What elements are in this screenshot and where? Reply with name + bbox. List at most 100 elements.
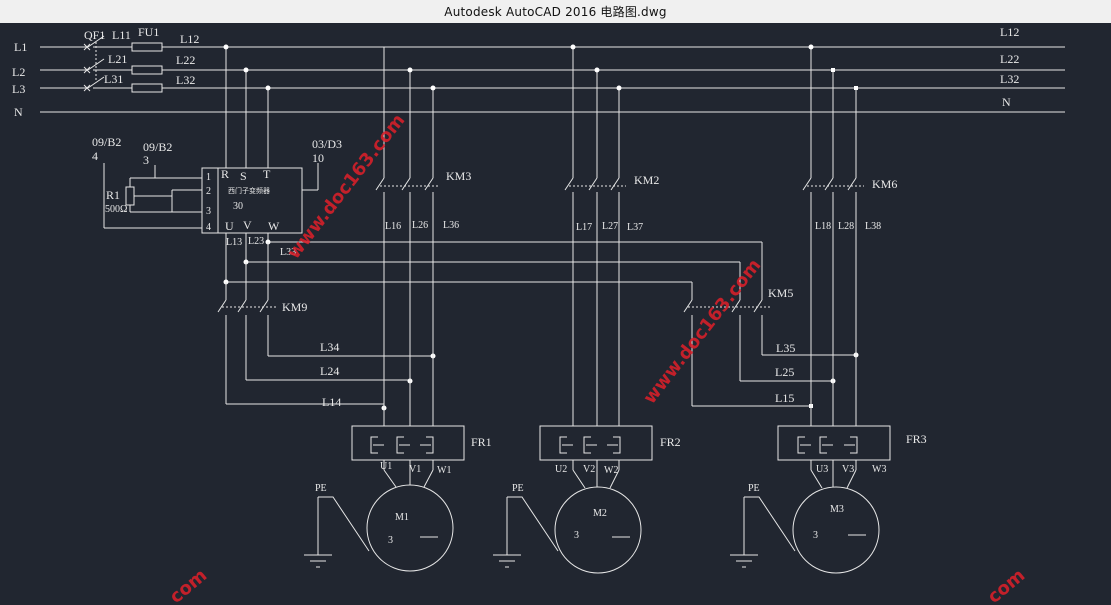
ref-09b2-a-num: 4 bbox=[92, 149, 98, 163]
branch-2 bbox=[564, 44, 626, 426]
m1-phase: 3 bbox=[388, 535, 393, 546]
label-right-l32: L32 bbox=[1000, 72, 1019, 86]
m3-v: V3 bbox=[842, 464, 854, 475]
label-km9: KM9 bbox=[282, 300, 307, 314]
fr2-relay[interactable] bbox=[539, 425, 653, 470]
m2-u: U2 bbox=[555, 464, 567, 475]
m1-pe: PE bbox=[315, 483, 327, 494]
km5-contactor[interactable] bbox=[683, 299, 859, 408]
m3-pe: PE bbox=[748, 483, 760, 494]
m1-u: U1 bbox=[380, 461, 392, 472]
label-l26: L26 bbox=[412, 220, 428, 231]
label-l14: L14 bbox=[322, 395, 341, 409]
pin-1: 1 bbox=[206, 172, 211, 183]
motor-m3[interactable] bbox=[730, 469, 880, 574]
label-l21: L21 bbox=[108, 52, 127, 66]
m3-name: M3 bbox=[830, 504, 844, 515]
label-l13: L13 bbox=[226, 237, 242, 248]
m2-w: W2 bbox=[604, 465, 618, 476]
label-l1: L1 bbox=[14, 40, 27, 54]
label-l38: L38 bbox=[865, 221, 881, 232]
label-l23: L23 bbox=[248, 236, 264, 247]
label-right-n: N bbox=[1002, 95, 1011, 109]
label-km3: KM3 bbox=[446, 169, 471, 183]
label-l17: L17 bbox=[576, 222, 592, 233]
m3-phase: 3 bbox=[813, 530, 818, 541]
m2-pe: PE bbox=[512, 483, 524, 494]
watermark-2: www.doc163.com bbox=[639, 255, 765, 408]
branch-1 bbox=[375, 47, 440, 426]
ref-09b2-a: 09/B2 bbox=[92, 135, 121, 149]
branch-3 bbox=[802, 44, 864, 426]
fr3-relay[interactable] bbox=[777, 425, 891, 470]
label-l27: L27 bbox=[602, 221, 618, 232]
label-fr1: FR1 bbox=[471, 435, 492, 449]
supply-bus bbox=[40, 35, 1065, 113]
label-l32: L32 bbox=[176, 73, 195, 87]
m2-name: M2 bbox=[593, 508, 607, 519]
inverter-output bbox=[223, 233, 763, 300]
label-l11: L11 bbox=[112, 28, 131, 42]
label-l18: L18 bbox=[815, 221, 831, 232]
label-l25: L25 bbox=[775, 365, 794, 379]
m2-v: V2 bbox=[583, 464, 595, 475]
m1-name: M1 bbox=[395, 512, 409, 523]
watermark-4: com bbox=[984, 565, 1030, 605]
label-l24: L24 bbox=[320, 364, 339, 378]
label-fr2: FR2 bbox=[660, 435, 681, 449]
label-fu1: FU1 bbox=[138, 25, 159, 39]
label-qf1: QF1 bbox=[84, 28, 105, 42]
m3-u: U3 bbox=[816, 464, 828, 475]
ref-09b2-b: 09/B2 bbox=[143, 140, 172, 154]
title-bar: Autodesk AutoCAD 2016 电路图.dwg bbox=[0, 0, 1111, 23]
label-l31: L31 bbox=[104, 72, 123, 86]
label-l22: L22 bbox=[176, 53, 195, 67]
ref-03d3-num: 10 bbox=[312, 151, 324, 165]
label-right-l22: L22 bbox=[1000, 52, 1019, 66]
m1-v: V1 bbox=[409, 464, 421, 475]
label-l36: L36 bbox=[443, 220, 459, 231]
m1-w: W1 bbox=[437, 465, 451, 476]
inverter[interactable] bbox=[103, 163, 319, 234]
label-l35: L35 bbox=[776, 341, 795, 355]
label-km5: KM5 bbox=[768, 286, 793, 300]
label-r1-value: 500Ω bbox=[105, 204, 127, 215]
label-l37: L37 bbox=[627, 222, 643, 233]
label-fr3: FR3 bbox=[906, 432, 927, 446]
inverter-name: 西门子变频器 bbox=[228, 186, 270, 195]
m2-phase: 3 bbox=[574, 530, 579, 541]
label-l15: L15 bbox=[775, 391, 794, 405]
pin-w: W bbox=[268, 219, 280, 233]
pin-u: U bbox=[225, 219, 234, 233]
pin-s: S bbox=[240, 169, 247, 183]
drawing-canvas[interactable]: L1 L2 L3 N QF1 L11 FU1 L21 L31 L12 L22 L… bbox=[0, 23, 1111, 605]
label-l2: L2 bbox=[12, 65, 25, 79]
motor-m1[interactable] bbox=[304, 469, 454, 572]
pin-r: R bbox=[221, 167, 229, 181]
pin-4: 4 bbox=[206, 222, 211, 233]
label-l12: L12 bbox=[180, 32, 199, 46]
circuit-diagram: L1 L2 L3 N QF1 L11 FU1 L21 L31 L12 L22 L… bbox=[12, 25, 1065, 605]
pin-v: V bbox=[243, 218, 252, 232]
label-l3: L3 bbox=[12, 82, 25, 96]
watermark-3: com bbox=[166, 565, 212, 605]
m3-w: W3 bbox=[872, 464, 886, 475]
inverter-feed bbox=[223, 44, 271, 168]
label-l16: L16 bbox=[385, 221, 401, 232]
motor-m2[interactable] bbox=[493, 469, 642, 574]
inverter-value: 30 bbox=[233, 201, 243, 212]
label-l34: L34 bbox=[320, 340, 339, 354]
fr1-relay[interactable] bbox=[351, 425, 465, 470]
label-right-l12: L12 bbox=[1000, 25, 1019, 39]
pin-2: 2 bbox=[206, 186, 211, 197]
label-n: N bbox=[14, 105, 23, 119]
label-r1: R1 bbox=[106, 188, 120, 202]
km9-contactor[interactable] bbox=[217, 299, 436, 411]
label-km6: KM6 bbox=[872, 177, 897, 191]
ref-03d3: 03/D3 bbox=[312, 137, 342, 151]
label-l33: L33 bbox=[280, 247, 296, 258]
ref-09b2-b-num: 3 bbox=[143, 153, 149, 167]
window-title: Autodesk AutoCAD 2016 电路图.dwg bbox=[444, 5, 667, 19]
pin-t: T bbox=[263, 167, 271, 181]
label-l28: L28 bbox=[838, 221, 854, 232]
